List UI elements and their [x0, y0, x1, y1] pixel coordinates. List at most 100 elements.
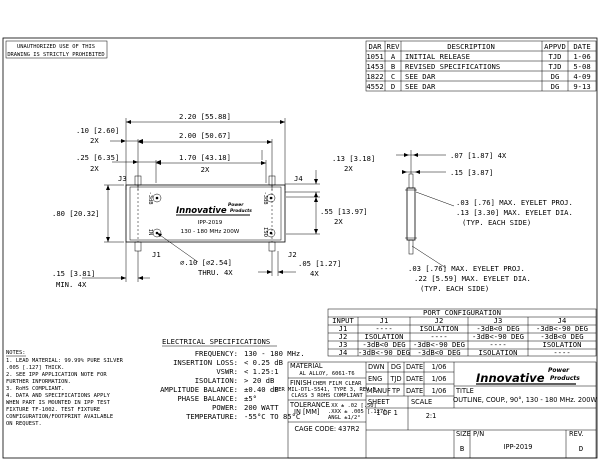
tb-size-label: SIZE — [456, 430, 471, 438]
rev-date: 4-09 — [573, 72, 590, 81]
mounting-hole — [266, 193, 276, 203]
dim-left-edge-qty: 2X — [90, 136, 99, 145]
port-config-table: PORT CONFIGURATION INPUT J1 J2 J3 J4 J1 … — [327, 308, 597, 357]
tb-material-label: MATERIAL — [290, 362, 323, 370]
port-config-title: PORT CONFIGURATION — [423, 308, 501, 317]
note-line: 2. SEE IPP APPLICATION NOTE FOR — [6, 372, 107, 378]
tb-eng-label: ENG — [368, 375, 382, 383]
mounting-hole — [152, 228, 162, 238]
spec-label: PHASE BALANCE: — [177, 394, 238, 403]
title-block-logo: Innovative Power Products — [476, 367, 580, 385]
spec-label: AMPLITUDE BALANCE: — [160, 385, 238, 394]
rev-header-date: DATE — [573, 42, 590, 51]
tb-eng-date-label: DATE — [406, 375, 423, 383]
port-config-cell: J3 — [339, 340, 348, 349]
tb-pn-value: IPP-2019 — [504, 443, 533, 451]
rev-dar: 1051 — [366, 52, 383, 61]
notice-line-2: DRAWING IS STRICTLY PROHIBITED — [7, 52, 104, 58]
tb-sheet-value: 1 OF 1 — [376, 409, 398, 417]
note-line: FIXTURE TF-1002. TEST FIXTURE — [6, 407, 100, 413]
note-line: 1. LEAD MATERIAL: 99.99% PURE SILVER — [6, 358, 124, 364]
revision-table: DAR REV DESCRIPTION APPVD DATE 1051 A IN… — [365, 40, 597, 92]
side-dim-2: .15 [3.87] — [450, 168, 493, 177]
dim-hole-spacing: .55 [13.97] — [320, 207, 368, 216]
side-note-1-line-1: .03 [.76] MAX. EYELET PROJ. — [456, 198, 573, 207]
rev-rev: C — [391, 72, 395, 81]
tb-finish-line: PER MIL-DTL-5541, TYPE 3, REV F, — [275, 387, 379, 393]
tb-dwn-by: DG — [391, 363, 401, 371]
rev-desc: INITIAL RELEASE — [405, 52, 470, 61]
rev-header-dar: DAR — [369, 42, 383, 51]
tb-sheet-label: SHEET — [368, 398, 390, 406]
tb-manuf-label: MANUF — [367, 387, 391, 395]
rev-desc: REVISED SPECIFICATIONS — [405, 62, 500, 71]
tb-tolerance-line: ANGL ±1/2° — [328, 415, 360, 421]
port-config-cell: ---- — [375, 324, 392, 333]
rev-rev: B — [391, 62, 395, 71]
note-line: .005 [.127] THICK. — [6, 365, 64, 371]
port-iso-label: ISO — [262, 227, 268, 237]
dim-bottom-left: .15 [3.81] — [52, 269, 95, 278]
hole-callout: ⌀.10 [⌀2.54] — [180, 258, 232, 267]
rev-header-desc: DESCRIPTION — [447, 42, 495, 51]
port-config-cell: -3dB<-90 DEG — [472, 332, 524, 341]
spec-value: > 20 dB — [244, 376, 274, 385]
tb-dwn-label: DWN — [368, 363, 385, 371]
spec-value: < 1.25:1 — [244, 367, 279, 376]
mounting-hole — [152, 193, 162, 203]
dim-height: .80 [20.32] — [52, 209, 100, 218]
rev-header-appvd: APPVD — [544, 42, 566, 51]
dim-port-spacing-qty: 2X — [201, 165, 210, 174]
spec-label: TEMPERATURE: — [186, 412, 238, 421]
tb-tolerance-label: TOLERANCE — [289, 401, 330, 409]
rev-dar: 4552 — [366, 82, 383, 91]
note-line: CONFIGURATION/FOOTPRINT AVAILABLE — [6, 414, 113, 420]
rev-dar: 1453 — [366, 62, 383, 71]
tb-size-value: B — [460, 444, 464, 453]
rev-desc: SEE DAR — [405, 72, 436, 81]
tb-rev-value: D — [579, 444, 583, 453]
rev-appvd: TJD — [549, 62, 562, 71]
port-config-cell: J4 — [339, 348, 348, 357]
spec-label: VSWR: — [216, 367, 238, 376]
side-note-2-line-1: .03 [.76] MAX. EYELET PROJ. — [408, 264, 525, 273]
tb-scale-value: 2:1 — [426, 412, 437, 420]
dim-top-offset: .25 [6.35] — [76, 153, 119, 162]
notice-line-1: UNAUTHORIZED USE OF THIS — [17, 44, 95, 50]
port-config-cell: -3dB<-90 DEG — [413, 340, 465, 349]
tb-material-value: AL ALLOY, 6061-T6 — [299, 371, 354, 377]
dim-bottom-left-min: MIN. 4X — [56, 280, 87, 289]
port-j3: J3 — [118, 174, 127, 183]
tb-rev-label: REV. — [569, 430, 584, 438]
tb-manuf-date: 1/06 — [432, 387, 447, 395]
front-view: 2.20 [55.88] 2.00 [50.67] 1.70 [43.18] 2… — [52, 112, 375, 289]
note-line: WHEN PART IS MOUNTED IN IPP TEST — [6, 400, 111, 406]
dim-overall-width: 2.20 [55.88] — [179, 112, 231, 121]
port-config-cell: -3dB<0 DEG — [362, 340, 405, 349]
tb-eng-by: TJD — [389, 375, 401, 383]
body-logo: Innovative Power Products — [176, 202, 252, 216]
port-config-cell: ISOLATION — [543, 340, 582, 349]
port-config-cell: -3dB<0 DEG — [417, 348, 460, 357]
port-config-cell: J2 — [339, 332, 348, 341]
side-note-1-line-2: .13 [3.30] MAX. EYELET DIA. — [456, 208, 573, 217]
notes-title: NOTES: — [6, 350, 25, 356]
body-brand-sup1: Power — [228, 202, 244, 208]
rev-date: 5-08 — [573, 62, 590, 71]
pin-j2 — [268, 241, 276, 252]
tb-dwn-date: 1/06 — [432, 363, 447, 371]
port-config-cell: ---- — [553, 348, 570, 357]
tb-finish-line: CLASS 3 ROHS COMPLIANT — [291, 393, 363, 399]
rev-rev: D — [391, 82, 395, 91]
spec-value: < 0.25 dB — [244, 358, 283, 367]
port-config-header: J4 — [558, 316, 567, 325]
rev-header-rev: REV — [387, 42, 401, 51]
side-note-2-line-3: (TYP. EACH SIDE) — [420, 284, 489, 293]
spec-label: ISOLATION: — [195, 376, 238, 385]
tb-finish-line: CHEM FILM CLEAR — [313, 381, 362, 387]
tb-pn-label: P/N — [473, 430, 484, 438]
spec-value: -55°C TO 85°C — [244, 412, 300, 421]
spec-value: ±5° — [244, 394, 257, 403]
spec-label: POWER: — [212, 403, 238, 412]
